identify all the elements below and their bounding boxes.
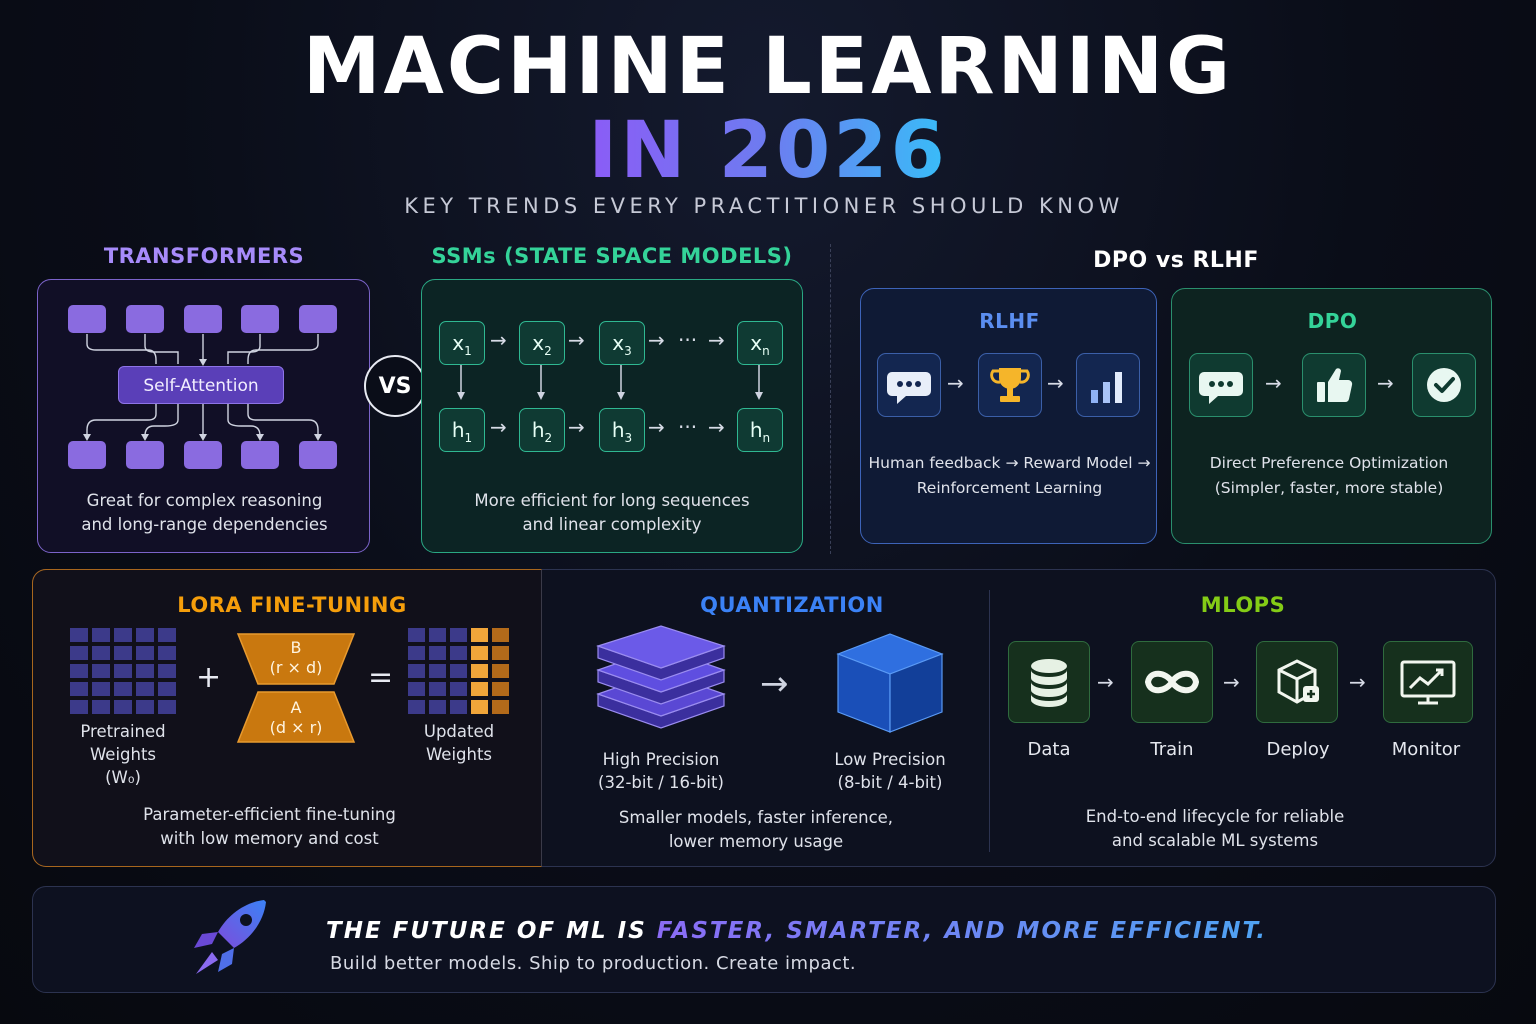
- package-icon: [1256, 641, 1338, 723]
- token-node: [68, 305, 106, 333]
- low-precision-label: Low Precision (8-bit / 4-bit): [834, 750, 946, 792]
- arrow-right-icon: →: [568, 328, 585, 352]
- transformers-desc: Great for complex reasoning and long-ran…: [81, 491, 328, 534]
- bar-chart-icon: [1076, 353, 1140, 417]
- ssm-input-node-1: x1: [439, 321, 485, 365]
- arrow-right-icon: →: [708, 328, 725, 352]
- output-node: [241, 441, 279, 469]
- dpo-rlhf-title: DPO vs RLHF: [1093, 248, 1259, 273]
- token-node: [126, 305, 164, 333]
- updated-weights-grid: [408, 628, 509, 714]
- lora-desc: Parameter-efficient fine-tuning with low…: [143, 805, 396, 848]
- low-precision-cube: [836, 633, 944, 733]
- arrow-right-icon: →: [648, 415, 665, 439]
- rocket-icon: [194, 900, 266, 974]
- token-node: [299, 305, 337, 333]
- ssm-input-node-3: x3: [599, 321, 645, 365]
- vs-badge: VS: [364, 355, 426, 417]
- ssm-connections: [457, 364, 763, 400]
- chat-icon: [877, 353, 941, 417]
- arrow-right-icon: →: [490, 328, 507, 352]
- thumbs-up-icon: [1302, 353, 1366, 417]
- rlhf-title: RLHF: [979, 309, 1040, 333]
- ssm-input-node-n: xn: [737, 321, 783, 365]
- footer-headline: THE FUTURE OF ML IS FASTER, SMARTER, AND…: [326, 918, 1268, 944]
- high-precision-label: High Precision (32-bit / 16-bit): [598, 750, 724, 792]
- equals-sign: =: [368, 660, 394, 695]
- ssm-hidden-node-1: h1: [439, 408, 485, 452]
- pretrained-weights-label: Pretrained Weights (W₀): [80, 722, 166, 787]
- output-node: [126, 441, 164, 469]
- updated-weights-label: Updated Weights: [423, 722, 495, 764]
- lora-matrices: [236, 633, 356, 743]
- ellipsis: ···: [678, 328, 698, 352]
- mlops-step-data: Data: [1027, 739, 1071, 760]
- token-node: [241, 305, 279, 333]
- matrix-a-label: A (d × r): [269, 698, 323, 737]
- mlops-step-train: Train: [1150, 739, 1194, 760]
- chat-icon: [1189, 353, 1253, 417]
- footer-banner: [32, 886, 1496, 993]
- lora-title: LORA FINE-TUNING: [177, 593, 407, 617]
- page-subtitle: KEY TRENDS EVERY PRACTITIONER SHOULD KNO…: [404, 194, 1124, 218]
- mlops-title: MLOPS: [1200, 593, 1286, 617]
- quantization-title: QUANTIZATION: [700, 593, 884, 617]
- arrow-right-icon: →: [1349, 670, 1366, 694]
- ssm-hidden-node-n: hn: [737, 408, 783, 452]
- ssm-input-node-2: x2: [519, 321, 565, 365]
- matrix-b-label: B (r × d): [269, 638, 323, 677]
- database-icon: [1008, 641, 1090, 723]
- transformers-title: TRANSFORMERS: [103, 244, 305, 268]
- arrow-right-icon: →: [1223, 670, 1240, 694]
- plus-sign: +: [196, 660, 222, 695]
- infinity-icon: [1131, 641, 1213, 723]
- page-title: MACHINE LEARNING: [302, 22, 1234, 112]
- high-precision-stack: [596, 625, 726, 729]
- transformers-panel: Self-Attention Great for complex reasoni…: [37, 279, 370, 553]
- quantization-desc: Smaller models, faster inference, lower …: [618, 808, 894, 851]
- dpo-desc: Direct Preference Optimization (Simpler,…: [1209, 454, 1449, 497]
- arrow-right-icon: →: [947, 371, 964, 395]
- attention-connections: [83, 334, 322, 441]
- check-circle-icon: [1412, 353, 1476, 417]
- trophy-icon: [978, 353, 1042, 417]
- mlops-desc: End-to-end lifecycle for reliable and sc…: [1085, 807, 1345, 850]
- ellipsis: ···: [678, 415, 698, 439]
- page-title-year: IN 2026: [588, 106, 948, 196]
- dpo-title: DPO: [1307, 309, 1358, 333]
- section-divider: [989, 590, 990, 852]
- footer-tagline: Build better models. Ship to production.…: [330, 953, 857, 974]
- arrow-right-icon: →: [648, 328, 665, 352]
- output-node: [184, 441, 222, 469]
- pretrained-weights-grid: [70, 628, 176, 714]
- ssm-panel: x1 → x2 → x3 → ··· → xn h1 → h2 → h3 → ·…: [421, 279, 803, 553]
- output-node: [299, 441, 337, 469]
- ssm-title: SSMs (STATE SPACE MODELS): [431, 244, 793, 268]
- token-node: [184, 305, 222, 333]
- monitor-chart-icon: [1383, 641, 1473, 723]
- rlhf-desc: Human feedback → Reward Model → Reinforc…: [868, 454, 1151, 497]
- mlops-step-monitor: Monitor: [1391, 739, 1461, 760]
- arrow-right-icon: →: [1097, 670, 1114, 694]
- arrow-right-icon: →: [1377, 371, 1394, 395]
- arrow-right-icon: →: [490, 415, 507, 439]
- mlops-step-deploy: Deploy: [1266, 739, 1330, 760]
- dpo-panel: DPO → → Direct Preference Optimization (…: [1171, 288, 1492, 544]
- arrow-right-icon: →: [1265, 371, 1282, 395]
- arrow-right-icon: →: [708, 415, 725, 439]
- output-node: [68, 441, 106, 469]
- arrow-right-icon: →: [760, 664, 789, 704]
- ssm-hidden-node-2: h2: [519, 408, 565, 452]
- self-attention-block: Self-Attention: [118, 366, 284, 404]
- rlhf-panel: RLHF → → Human feedback → Reward Model →…: [860, 288, 1157, 544]
- ssm-desc: More efficient for long sequences and li…: [474, 491, 750, 534]
- arrow-right-icon: →: [1047, 371, 1064, 395]
- arrow-right-icon: →: [568, 415, 585, 439]
- section-divider: [830, 244, 831, 554]
- ssm-hidden-node-3: h3: [599, 408, 645, 452]
